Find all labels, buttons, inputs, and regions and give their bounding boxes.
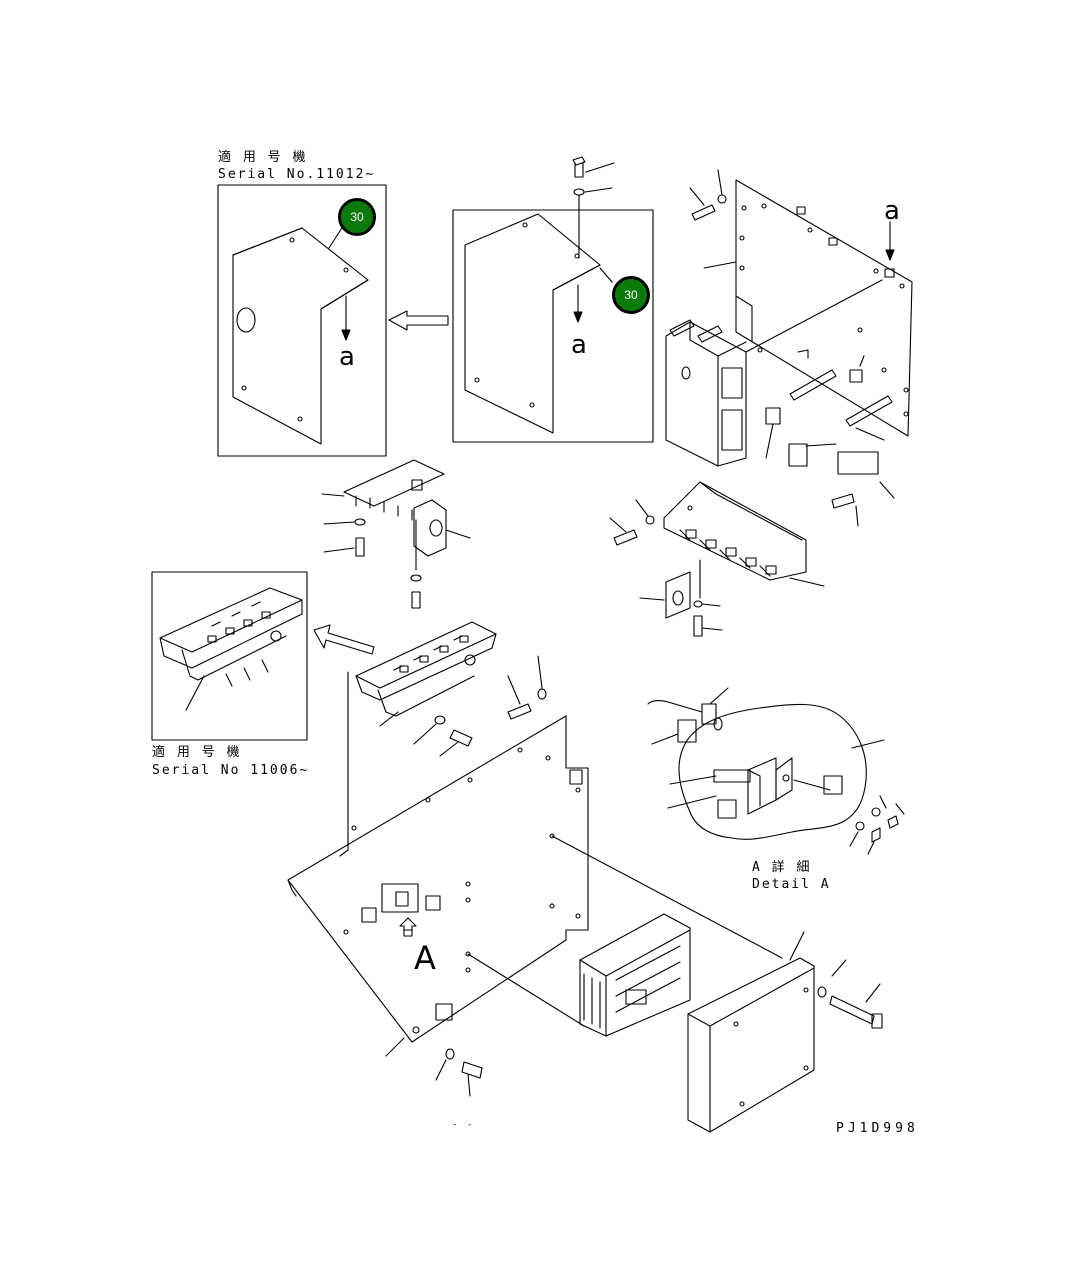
box-cover-lower <box>688 932 814 1132</box>
leader-line <box>468 954 584 1026</box>
view-a-callout-right: a <box>884 196 900 226</box>
leader-line <box>386 1038 404 1056</box>
cover-plate-variant <box>233 228 368 444</box>
variant-box-11012 <box>218 185 386 456</box>
arrow-a-head <box>886 250 894 260</box>
variant-box-11006 <box>152 572 307 740</box>
leader-line <box>186 676 204 710</box>
controller-unit <box>666 280 882 466</box>
leader-line <box>704 262 736 268</box>
leader-line <box>552 836 782 958</box>
view-a-callout-middle: a <box>571 330 587 360</box>
variant-top-jp-label: 適 用 号 機 <box>218 150 308 165</box>
arrow-a-head <box>574 312 582 322</box>
rod-bolt <box>832 494 858 526</box>
leader-line <box>380 712 398 726</box>
ref-badge-2: 30 <box>612 276 650 314</box>
upper-mounting-plate <box>704 180 912 436</box>
leader-line <box>446 530 470 538</box>
leader-line <box>322 494 344 496</box>
leader-line <box>600 268 612 282</box>
leader-line <box>746 280 882 352</box>
leader-line <box>880 482 894 498</box>
terminal-strip-center <box>322 460 470 608</box>
leader-line <box>852 740 884 748</box>
terminal-strip-lower <box>356 622 496 726</box>
transfer-arrow-left <box>314 625 374 654</box>
arrow-a-head <box>342 330 350 340</box>
lower-mounting-plate <box>288 672 782 1056</box>
terminal-bolts-right <box>610 500 722 636</box>
lower-plate-bolt <box>436 1049 482 1096</box>
view-a-callout-left: a <box>339 342 355 372</box>
detail-en-label: Detail A <box>752 877 831 892</box>
variant-left-serial-label: Serial No 11006~ <box>152 763 310 778</box>
drawing-code: PJ1D998 <box>836 1121 919 1136</box>
upper-plate-bolts <box>690 170 726 220</box>
terminal-strip-right <box>664 482 824 586</box>
detail-a-cloud <box>648 688 904 854</box>
ref-badge-1: 30 <box>338 198 376 236</box>
variant-top-serial-label: Serial No.11012~ <box>218 167 376 182</box>
top-bolt <box>573 157 614 258</box>
detail-a-ref-callout: A <box>414 939 436 977</box>
transfer-arrow-top <box>389 311 448 330</box>
leader-line <box>790 932 804 960</box>
rods-and-connectors <box>766 350 894 498</box>
detail-jp-label: A 詳 細 <box>752 860 812 875</box>
lower-strip-bolts <box>414 656 546 756</box>
stray-mark: - - <box>452 1120 475 1130</box>
middle-cover-box <box>453 210 653 442</box>
leader-line <box>790 578 824 586</box>
box-cover-bolts <box>818 960 882 1028</box>
finned-controller <box>580 914 690 1036</box>
switch-assembly <box>362 884 440 936</box>
variant-left-jp-label: 適 用 号 機 <box>152 745 242 760</box>
